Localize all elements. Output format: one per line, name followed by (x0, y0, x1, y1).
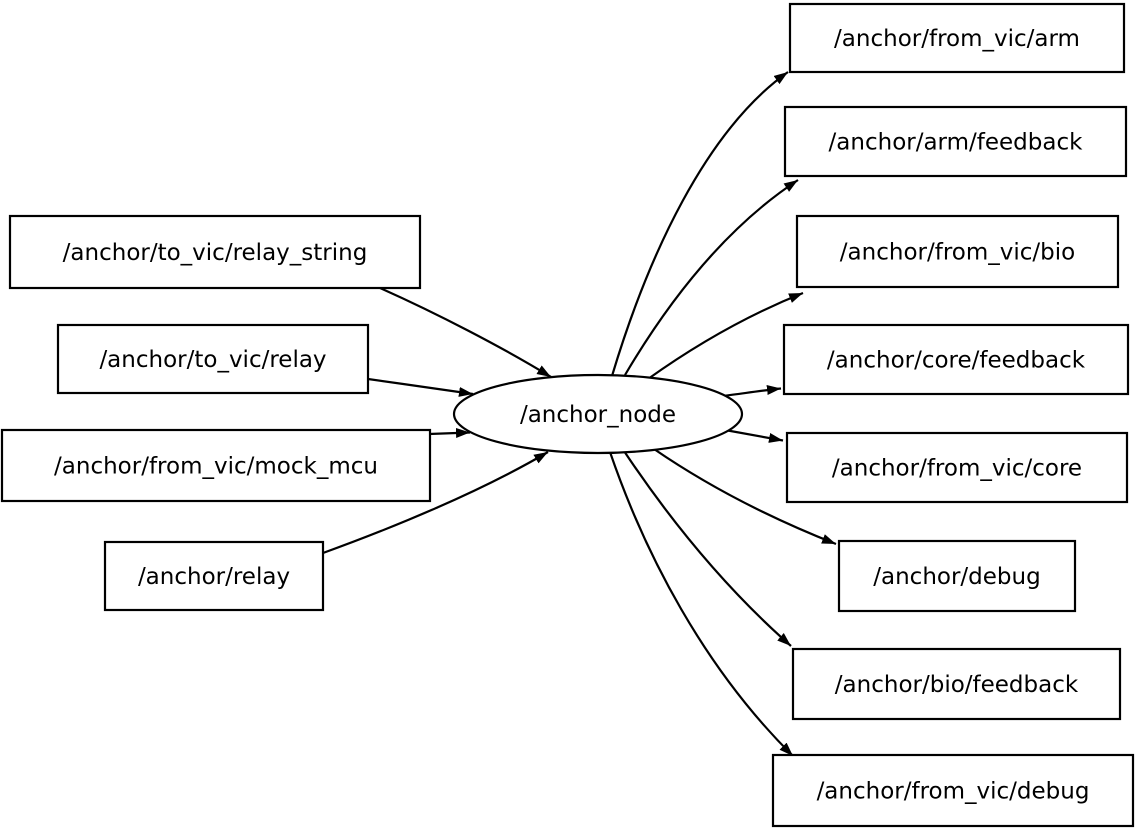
node-rect (782, 323, 1130, 396)
edge-anchor_node-to-from_vic_debug (608, 451, 794, 757)
graph-node-to_vic_relay_string: /anchor/to_vic/relay_string (8, 214, 422, 290)
edge-anchor_node-to-from_vic_bio (647, 291, 804, 380)
edge-from_vic_mock_mcu-to-anchor_node (428, 428, 471, 438)
graph-node-from_vic_bio: /anchor/from_vic/bio (795, 214, 1120, 289)
node-label-arm_feedback: /anchor/arm/feedback (829, 130, 1084, 156)
node-label-core_feedback: /anchor/core/feedback (827, 348, 1086, 374)
edge-anchor_node-to-debug (653, 448, 837, 546)
edge-to_vic_relay_string-to-anchor_node (379, 286, 552, 378)
node-rect (771, 753, 1135, 828)
node-label-from_vic_arm: /anchor/from_vic/arm (834, 26, 1080, 52)
node-label-from_vic_debug: /anchor/from_vic/debug (817, 779, 1090, 805)
node-label-from_vic_mock_mcu: /anchor/from_vic/mock_mcu (54, 454, 378, 480)
edge-anchor_node-to-from_vic_core (724, 428, 784, 443)
node-rect (56, 323, 370, 395)
node-rect (795, 214, 1120, 289)
graph-node-core_feedback: /anchor/core/feedback (782, 323, 1130, 396)
graph-node-to_vic_relay: /anchor/to_vic/relay (56, 323, 370, 395)
node-label-anchor_node: /anchor_node (520, 402, 676, 428)
edge-anchor_node-to-from_vic_arm (610, 71, 789, 377)
edge-anchor_node-to-arm_feedback (624, 179, 799, 376)
node-label-from_vic_core: /anchor/from_vic/core (832, 456, 1082, 482)
edge-relay-to-anchor_node (322, 451, 549, 555)
graph-node-from_vic_arm: /anchor/from_vic/arm (788, 2, 1126, 74)
node-rect (783, 105, 1128, 178)
node-rect (0, 428, 432, 503)
graph-node-bio_feedback: /anchor/bio/feedback (791, 647, 1122, 721)
graph-node-from_vic_debug: /anchor/from_vic/debug (771, 753, 1135, 828)
edge-anchor_node-to-core_feedback (722, 384, 782, 398)
graph-node-anchor_node: /anchor_node (452, 373, 744, 455)
node-rect (103, 540, 325, 612)
node-label-to_vic_relay: /anchor/to_vic/relay (99, 347, 326, 373)
node-label-bio_feedback: /anchor/bio/feedback (835, 672, 1079, 698)
node-label-to_vic_relay_string: /anchor/to_vic/relay_string (63, 240, 368, 266)
node-ellipse (452, 373, 744, 455)
node-label-relay: /anchor/relay (138, 564, 290, 590)
node-rect (791, 647, 1122, 721)
edge-to_vic_relay-to-anchor_node (367, 377, 474, 397)
node-label-debug: /anchor/debug (873, 564, 1040, 590)
node-rect (788, 2, 1126, 74)
edges-layer (322, 71, 837, 757)
graph-node-from_vic_mock_mcu: /anchor/from_vic/mock_mcu (0, 428, 432, 503)
graph-node-debug: /anchor/debug (837, 539, 1077, 613)
node-rect (785, 431, 1129, 504)
graph-node-from_vic_core: /anchor/from_vic/core (785, 431, 1129, 504)
edge-anchor_node-to-bio_feedback (623, 450, 792, 647)
node-rect (8, 214, 422, 290)
graph-node-relay: /anchor/relay (103, 540, 325, 612)
node-rect (837, 539, 1077, 613)
graph-node-arm_feedback: /anchor/arm/feedback (783, 105, 1128, 178)
node-label-from_vic_bio: /anchor/from_vic/bio (840, 240, 1075, 266)
